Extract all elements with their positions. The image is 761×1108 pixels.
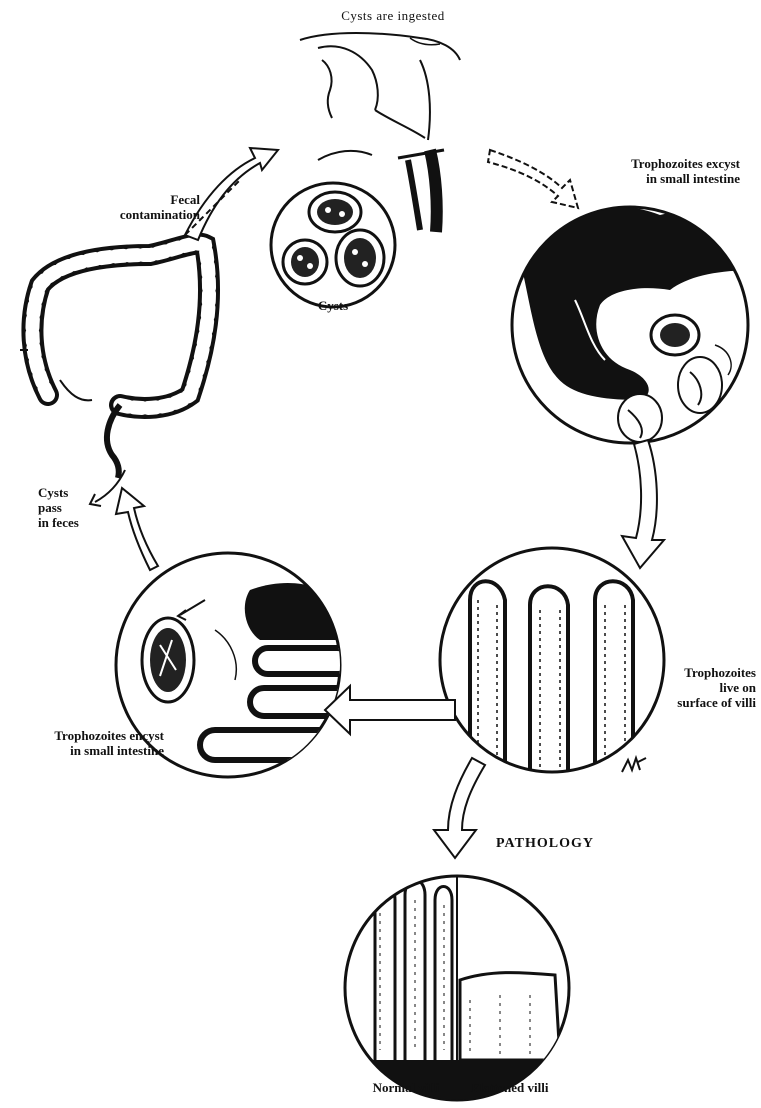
label-cysts: Cysts	[300, 298, 366, 313]
label-excyst: Trophozoites excyst in small intestine	[560, 156, 740, 186]
artist-signature	[622, 758, 646, 772]
label-line: Fecal	[90, 192, 200, 207]
label-line: Cysts	[38, 485, 128, 500]
label-villi-surface: Trophozoites live on surface of villi	[620, 665, 756, 710]
label-line: in small intestine	[4, 743, 164, 758]
label-line: Cysts	[300, 298, 366, 313]
label-line: Trophozoites excyst	[560, 156, 740, 171]
label-pathology: PATHOLOGY	[480, 836, 610, 851]
label-line: Flattened villi	[456, 1080, 564, 1095]
excyst-inset	[512, 204, 760, 443]
label-cysts-pass: Cysts pass in feces	[38, 485, 128, 530]
label-flattened-villi: Flattened villi	[456, 1080, 564, 1095]
label-fecal-contamination: Fecal contamination	[90, 192, 200, 222]
pathology-inset	[345, 870, 569, 1103]
label-line: Trophozoites encyst	[4, 728, 164, 743]
arrow-to-pathology	[434, 758, 485, 858]
colon-illustration	[20, 244, 209, 478]
label-line: Normal villi	[362, 1080, 450, 1095]
label-line: Cysts are ingested	[318, 8, 468, 23]
label-line: pass	[38, 500, 128, 515]
label-cysts-ingested: Cysts are ingested	[318, 8, 468, 23]
villi-surface-inset	[440, 548, 664, 780]
label-line: PATHOLOGY	[480, 836, 610, 851]
label-encyst: Trophozoites encyst in small intestine	[4, 728, 164, 758]
label-line: live on	[620, 680, 756, 695]
arrow-to-villi	[622, 440, 664, 568]
label-normal-villi: Normal villi	[362, 1080, 450, 1095]
label-line: in small intestine	[560, 171, 740, 186]
label-line: in feces	[38, 515, 128, 530]
label-line: contamination	[90, 207, 200, 222]
label-line: Trophozoites	[620, 665, 756, 680]
label-line: surface of villi	[620, 695, 756, 710]
cysts-inset	[271, 183, 395, 307]
arrow-to-encyst	[325, 686, 455, 734]
